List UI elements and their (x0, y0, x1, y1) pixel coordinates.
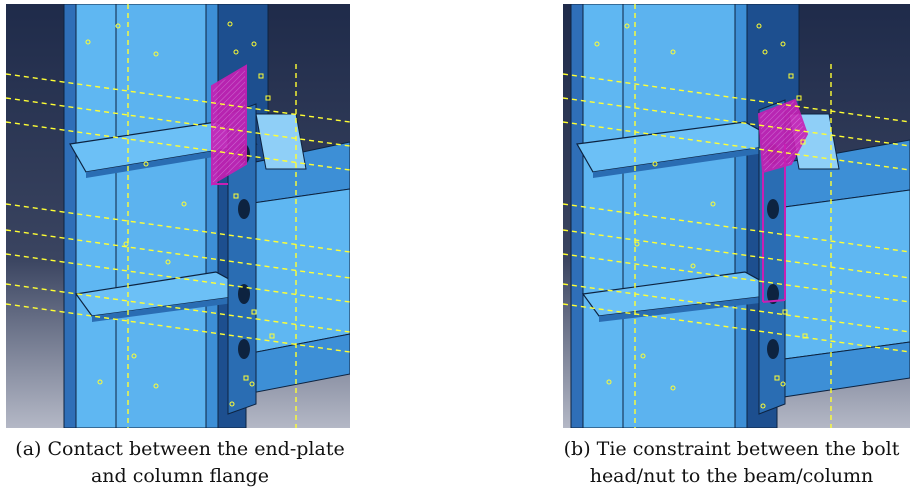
contact-highlight (211, 64, 247, 186)
dashed-guides (563, 4, 910, 428)
caption-b: (b) Tie constraint between the bolt head… (548, 436, 915, 490)
fe-model-render-b-icon (563, 4, 910, 428)
panel-a-render (6, 4, 350, 428)
caption-a-line1: (a) Contact between the end-plate (15, 438, 345, 460)
dashed-guides (6, 4, 350, 428)
caption-a-line2: and column flange (90, 465, 270, 487)
beam (245, 113, 350, 395)
fe-model-render-a-icon (6, 4, 350, 428)
caption-a: (a) Contact between the end-plate and co… (0, 436, 360, 490)
node-markers (85, 21, 275, 407)
caption-b-line2: head/nut to the beam/column (589, 465, 874, 487)
caption-b-line1: (b) Tie constraint between the bolt (563, 438, 900, 460)
beam (776, 113, 910, 399)
panel-b-render (563, 4, 910, 428)
node-markers (594, 23, 808, 409)
